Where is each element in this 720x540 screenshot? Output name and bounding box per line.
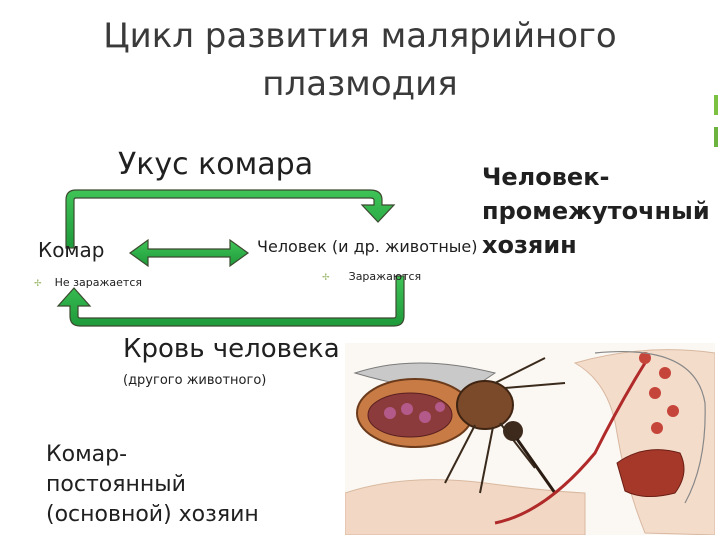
intermediate-host-line-2: промежуточный <box>482 194 712 228</box>
mosquito-note-text: Не заражается <box>55 276 142 289</box>
mosquito-stomach <box>368 393 452 437</box>
blood-sublabel: (другого животного) <box>123 373 266 388</box>
red-blood-cell <box>649 387 661 399</box>
bullet-icon: ✢ <box>322 273 330 283</box>
red-blood-cell <box>667 405 679 417</box>
red-blood-cell <box>651 422 663 434</box>
intermediate-host-line-1: Человек- <box>482 160 712 194</box>
main-host-label: Комар- постоянный (основной) хозяин <box>46 440 306 530</box>
mosquito-label: Комар <box>38 238 104 262</box>
intermediate-host-line-3: хозяин <box>482 228 712 262</box>
double-arrow <box>130 240 248 266</box>
oocyst <box>401 403 413 415</box>
main-host-line-1: Комар- <box>46 440 306 470</box>
oocyst <box>435 402 445 412</box>
red-blood-cell <box>659 367 671 379</box>
life-cycle-illustration <box>345 343 715 535</box>
liver <box>617 450 684 497</box>
main-host-line-3: (основной) хозяин <box>46 500 306 530</box>
human-note-text: Заражаются <box>349 270 422 283</box>
human-note: ✢ Заражаются <box>322 265 421 284</box>
human-label: Человек (и др. животные) <box>257 237 478 256</box>
oocyst <box>419 411 431 423</box>
main-host-line-2: постоянный <box>46 470 306 500</box>
blood-label: Кровь человека <box>123 334 340 364</box>
bite-label: Укус комара <box>118 147 313 182</box>
bullet-icon: ✢ <box>34 279 42 289</box>
mosquito-thorax <box>457 381 513 429</box>
intermediate-host-label: Человек- промежуточный хозяин <box>482 160 712 262</box>
oocyst <box>384 407 396 419</box>
mosquito-note: ✢ Не заражается <box>34 271 142 290</box>
